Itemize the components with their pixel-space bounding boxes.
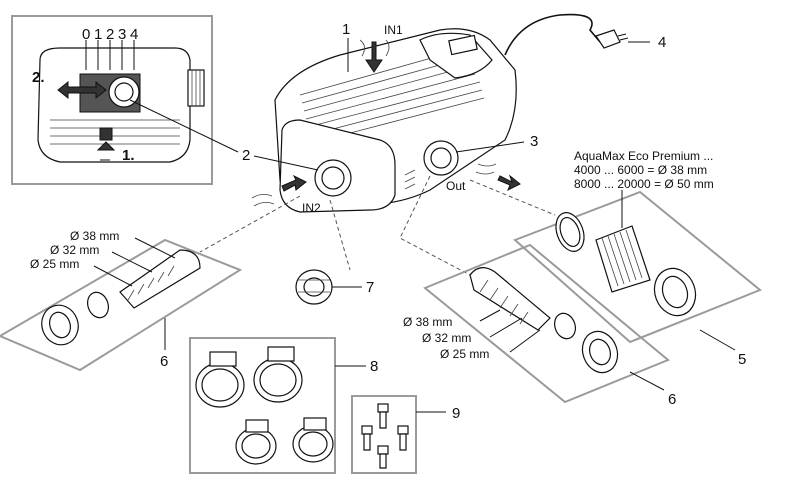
callout-5: 5 xyxy=(738,351,746,368)
nut-part-7 xyxy=(295,269,333,305)
inset-step-2: 2. xyxy=(32,69,45,86)
hose-right-d38: Ø 38 mm xyxy=(403,315,452,329)
hose-adapter-right xyxy=(469,267,619,374)
leader-3 xyxy=(455,141,525,153)
callout-4: 4 xyxy=(658,34,666,51)
callout-6-right: 6 xyxy=(668,391,676,408)
callout-7: 7 xyxy=(366,279,374,296)
power-cable xyxy=(504,13,601,56)
flow-lines-in2 xyxy=(251,194,275,207)
plug-pins xyxy=(617,33,629,41)
dashline-right-lower xyxy=(399,175,471,276)
spec-line-2: 8000 ... 20000 = Ø 50 mm xyxy=(574,177,714,191)
arrow-in1 xyxy=(365,41,383,73)
flow-lines-in1 xyxy=(359,39,390,57)
arrow-out xyxy=(497,174,521,192)
frame-part-6-left xyxy=(0,238,243,372)
hose-clamps xyxy=(195,346,334,465)
pump-body xyxy=(274,28,517,213)
spec-line-1: 4000 ... 6000 = Ø 38 mm xyxy=(574,163,707,177)
callout-9: 9 xyxy=(452,405,460,422)
inset-frame xyxy=(11,15,213,185)
hose-left-d32: Ø 32 mm xyxy=(50,243,99,257)
frame-part-6-right xyxy=(423,243,670,404)
leaders-hose-left xyxy=(93,237,176,287)
dashline-right-upper xyxy=(469,179,556,216)
inset-step-1: 1. xyxy=(122,147,135,164)
spec-title: AquaMax Eco Premium ... xyxy=(574,149,713,163)
power-plug xyxy=(595,29,621,49)
hose-tails xyxy=(361,403,409,469)
dashline-left xyxy=(199,195,301,253)
leader-inset xyxy=(129,99,239,153)
callout-2: 2 xyxy=(242,147,250,164)
dashline-nut xyxy=(329,199,351,271)
leader-6-right xyxy=(629,371,665,391)
inset-scale-1: 1 xyxy=(94,26,102,43)
hose-left-d25: Ø 25 mm xyxy=(30,257,79,271)
callout-1: 1 xyxy=(342,21,350,38)
frame-part-8 xyxy=(189,337,336,474)
label-out: Out xyxy=(446,179,466,193)
leader-2 xyxy=(253,155,319,171)
hose-right-d32: Ø 32 mm xyxy=(422,331,471,345)
frame-part-9 xyxy=(351,395,417,474)
arrow-in2 xyxy=(281,174,307,192)
label-in2: IN2 xyxy=(302,201,321,215)
leaders-hose-right xyxy=(479,309,541,353)
leader-5 xyxy=(699,329,736,351)
callout-3: 3 xyxy=(530,133,538,150)
callout-6-left: 6 xyxy=(160,353,168,370)
label-in1: IN1 xyxy=(384,23,403,37)
frame-part-5 xyxy=(513,190,762,344)
callout-8: 8 xyxy=(370,358,378,375)
hose-left-d38: Ø 38 mm xyxy=(70,229,119,243)
inset-scale-4: 4 xyxy=(130,26,138,43)
flow-lines-out xyxy=(475,163,497,175)
hose-right-d25: Ø 25 mm xyxy=(440,347,489,361)
inset-scale-3: 3 xyxy=(118,26,126,43)
inset-scale-2: 2 xyxy=(106,26,114,43)
inset-scale-0: 0 xyxy=(82,26,90,43)
hose-adapter-left xyxy=(41,249,201,346)
part-5-set xyxy=(555,190,697,317)
inset-pump-detail xyxy=(37,40,205,163)
